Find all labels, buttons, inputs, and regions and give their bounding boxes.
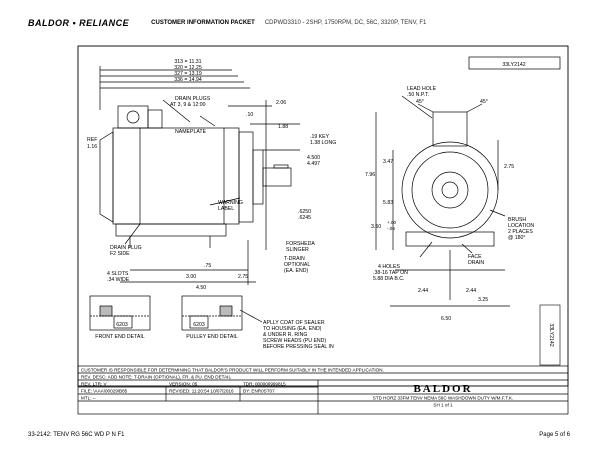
dim-3-47: 3.47 <box>383 159 393 165</box>
label-warning-label: LABEL <box>218 206 234 212</box>
pulley-end-detail-title: PULLEY END DETAIL <box>186 334 238 340</box>
dim-overall-4: 336 = 14.94 <box>174 77 202 83</box>
label-warning: WARNING <box>218 200 243 206</box>
dim-0-75: .75 <box>204 263 211 269</box>
dim-2-44-left: 2.44 <box>418 288 428 294</box>
label-key-long: 1.38 LONG <box>310 140 336 146</box>
note-line-2: TO HOUSING (EA. END) <box>263 326 322 332</box>
drawing-number: 33LY2142 <box>502 62 525 68</box>
dim-3-50: 3.50 <box>371 224 381 230</box>
note-line-5: BEFORE PRESSING SEAL IN <box>263 344 334 350</box>
section-detail-labels: 6203 6203 FRONT END DETAIL PULLEY END DE… <box>95 320 334 350</box>
dim-overall-3: 327 = 13.19 <box>174 71 202 77</box>
dim-4-50: 4.50 <box>196 285 206 291</box>
rev-ltr: REV. LTR: V <box>81 382 107 387</box>
label-forsheda: FORSHEDA <box>286 241 315 247</box>
dim-2-44-right: 2.44 <box>466 288 476 294</box>
side-view-labels: 313 = 11.31 320 = 12.25 327 = 13.19 336 … <box>87 59 336 291</box>
label-t-drain: T-DRAIN <box>284 256 305 262</box>
label-ea-end: (EA. END) <box>284 268 308 274</box>
label-location: LOCATION <box>508 223 534 229</box>
material: MTL: -- <box>81 396 96 401</box>
page-header: BALDOR • RELIANCE CUSTOMER INFORMATION P… <box>28 17 426 29</box>
dim-2-75-base: 2.75 <box>238 274 248 280</box>
label-f2-side: F2 SIDE <box>110 251 130 257</box>
label-tap: .38-16 TAP ON <box>373 270 408 276</box>
dim-2-06: 2.06 <box>276 100 286 106</box>
note-line-3: & UNDER R. RING <box>263 332 307 338</box>
section-details <box>89 295 263 331</box>
dim-overall-1: 313 = 11.31 <box>174 59 201 65</box>
angle-left: 45° <box>416 99 424 105</box>
label-places: 2 PLACES <box>508 229 533 235</box>
dim-1-88: 1.88 <box>278 124 288 130</box>
revised-by: BY: ENR0ST07 <box>243 389 275 394</box>
sheet-number: SH 1 of 1 <box>433 403 453 408</box>
dim-overall-2: 320 = 12.25 <box>174 65 202 71</box>
label-brush: BRUSH <box>508 217 526 223</box>
label-optional: OPTIONAL <box>284 262 310 268</box>
dim-3-00: 3.00 <box>186 274 196 280</box>
brand-logo: BALDOR • RELIANCE <box>28 18 130 28</box>
label-ref: REF <box>87 137 97 143</box>
label-bc: 5.88 DIA B.C. <box>373 276 404 282</box>
label-nameplate: NAMEPLATE <box>175 129 207 135</box>
label-npt: .50 N.P.T. <box>407 92 429 98</box>
note-line-4: SCREW HEADS (PU END) <box>263 338 326 344</box>
dim-5-83: 5.83 <box>383 200 393 206</box>
label-key: .19 KEY <box>310 134 330 140</box>
angle-right: 45° <box>480 99 488 105</box>
title-description: STD HORZ 33FM TENV NEMA 56C WASHDOWN DUT… <box>373 396 514 401</box>
dim-ref: 1.16 <box>87 144 97 150</box>
file-path: FILE: \AAA\00029\B85 <box>81 389 128 394</box>
side-number-box <box>539 304 561 366</box>
tol-plus: +.00 <box>387 220 397 225</box>
label-drain-plug-f2: DRAIN PLUG <box>110 245 142 251</box>
footer-left: 33-2142: TENV RG 56C WD P N F1 <box>28 432 125 438</box>
label-lead-hole: LEAD HOLE <box>407 86 437 92</box>
dim-4-497: 4.497 <box>307 161 320 167</box>
dim-0-6250: .6250 <box>298 209 311 215</box>
dim-0-10: .10 <box>246 112 253 118</box>
label-drain-plugs-at: AT 3, 9 & 12:00 <box>170 102 206 108</box>
bearing-front: 6203 <box>116 322 128 328</box>
baldor-logo: BALDOR <box>413 383 472 395</box>
tdr-number: TDR: 000000999815 <box>243 382 286 387</box>
dim-3-25: 3.25 <box>478 297 488 303</box>
packet-title: CUSTOMER INFORMATION PACKET <box>151 20 255 26</box>
label-slots: 4 SLOTS <box>107 271 129 277</box>
rev-desc: REV. DESC: ADD NOTE: T-DRAIN (OPTIONAL),… <box>81 375 231 380</box>
label-drain: DRAIN <box>468 260 484 266</box>
version: VERSION: 05 <box>169 382 198 387</box>
label-holes: 4 HOLES <box>378 264 400 270</box>
drawing-number-box <box>468 56 561 70</box>
bearing-pulley: 6203 <box>193 322 205 328</box>
revised-date: REVISED: 11:20:54 10/07/2016 <box>169 389 234 394</box>
dim-7-96: 7.96 <box>365 172 375 178</box>
end-view <box>375 95 510 307</box>
label-slinger: SLINGER <box>286 247 309 253</box>
label-180: @ 180° <box>508 235 525 241</box>
label-slots-wide: .34 WIDE <box>107 277 130 283</box>
front-end-detail-title: FRONT END DETAIL <box>95 334 144 340</box>
side-view <box>99 66 300 285</box>
dim-4-500: 4.500 <box>307 155 320 161</box>
motor-description: CDPWD3310 - 2SHP, 1750RPM, DC, 56C, 3320… <box>264 20 427 26</box>
dim-6-50: 6.50 <box>441 316 451 322</box>
page-number: Page 5 of 6 <box>539 432 570 438</box>
note-line-1: APLLY COAT OF SEALER <box>263 320 325 326</box>
title-block <box>77 365 569 415</box>
sheet-border <box>77 45 569 387</box>
dim-2-75-end: 2.75 <box>504 164 514 170</box>
dim-0-6245: .6245 <box>298 215 311 221</box>
tol-minus: -.06 <box>387 226 395 231</box>
side-drawing-number: 33LY2142 <box>548 323 554 346</box>
label-face: FACE <box>468 254 482 260</box>
label-drain-plugs: DRAIN PLUGS <box>175 96 211 102</box>
end-view-labels: LEAD HOLE .50 N.P.T. 45° 45° 3.47 2.75 7… <box>365 86 534 322</box>
title-block-text: CUSTOMER IS RESPONSIBLE FOR DETERMINING … <box>81 368 513 408</box>
responsibility-note: CUSTOMER IS RESPONSIBLE FOR DETERMINING … <box>81 368 384 373</box>
